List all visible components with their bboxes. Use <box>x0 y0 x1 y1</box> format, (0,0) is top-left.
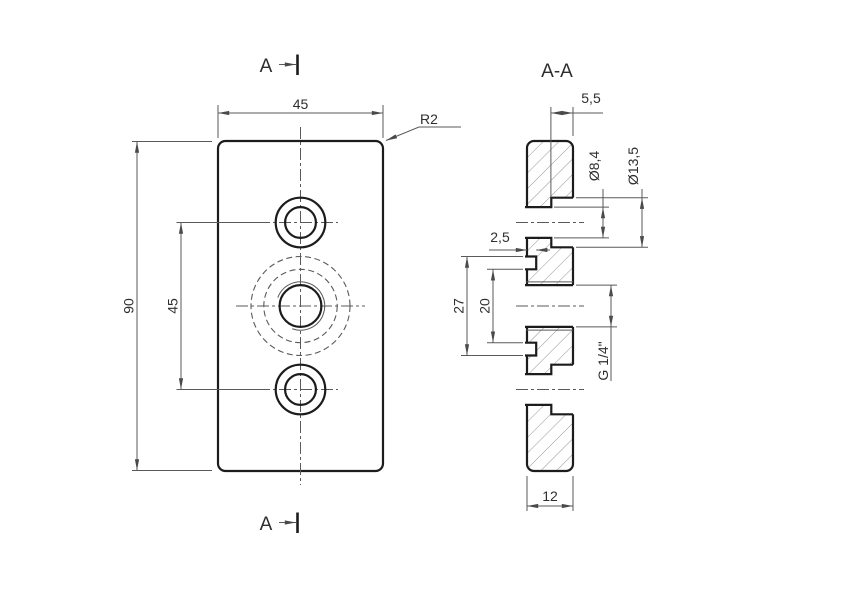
dim-cbore-dia-label: Ø13,5 <box>625 147 641 185</box>
top-hole-edges <box>525 196 573 249</box>
dim-hole-dia: Ø8,4 <box>554 151 609 239</box>
dim-thread: G 1/4" <box>576 284 617 381</box>
dim-cbore-depth: 5,5 <box>550 90 603 197</box>
dim-plate-width-label: 45 <box>293 96 309 112</box>
center-hole-thread-lines <box>526 281 573 331</box>
top-hole-cbore-circle <box>274 196 327 249</box>
groove-outer-hidden-circle <box>250 255 351 357</box>
top-hole-bore-circle <box>284 206 318 240</box>
center-hole-edges <box>525 284 573 328</box>
dim-plate-width: 45 <box>217 96 384 138</box>
front-view: 45 90 45 R2 A A <box>121 54 461 535</box>
lower-groove-cut <box>524 342 537 356</box>
bottom-hole-bore-circle <box>284 373 318 407</box>
corner-radius-callout: R2 <box>385 111 461 141</box>
dim-hole-dia-label: Ø8,4 <box>586 151 602 182</box>
dim-cbore-depth-label: 5,5 <box>581 90 601 106</box>
section-cut-letter-bottom: A <box>260 514 273 535</box>
center-hole-circle <box>278 284 323 329</box>
dim-plate-height: 90 <box>121 141 212 471</box>
upper-groove-edges <box>525 255 538 271</box>
dim-cbore-dia: Ø13,5 <box>576 147 648 248</box>
dim-groove-inner-label: 20 <box>477 298 493 314</box>
dim-groove-depth: 2,5 <box>489 229 550 253</box>
section-title: A-A <box>541 61 573 82</box>
upper-groove-cut <box>524 256 537 270</box>
dim-plate-height-label: 90 <box>121 298 137 314</box>
dim-thread-label: G 1/4" <box>595 341 611 380</box>
bottom-hole-edges <box>525 363 573 416</box>
section-cut-marker-top: A <box>260 54 299 77</box>
dim-hole-spacing-label: 45 <box>165 298 181 314</box>
lower-groove-edges <box>525 341 538 357</box>
center-hole-thread-arc <box>277 281 326 331</box>
dim-groove-outer-label: 27 <box>451 298 467 314</box>
section-cut-letter-top: A <box>260 56 273 77</box>
dim-hole-spacing: 45 <box>165 222 184 390</box>
bottom-hole-cbore-circle <box>274 363 327 416</box>
dim-thickness: 12 <box>526 476 574 511</box>
dim-groove-outer: 27 <box>451 256 523 356</box>
dim-thickness-label: 12 <box>542 488 558 504</box>
section-cut-marker-bottom: A <box>260 512 299 535</box>
dim-groove-inner: 20 <box>477 268 523 344</box>
groove-inner-hidden-circle <box>263 268 338 344</box>
dim-groove-depth-label: 2,5 <box>490 229 510 245</box>
section-view: A-A 5,5 Ø8 <box>451 61 648 511</box>
corner-radius-label: R2 <box>420 111 438 127</box>
